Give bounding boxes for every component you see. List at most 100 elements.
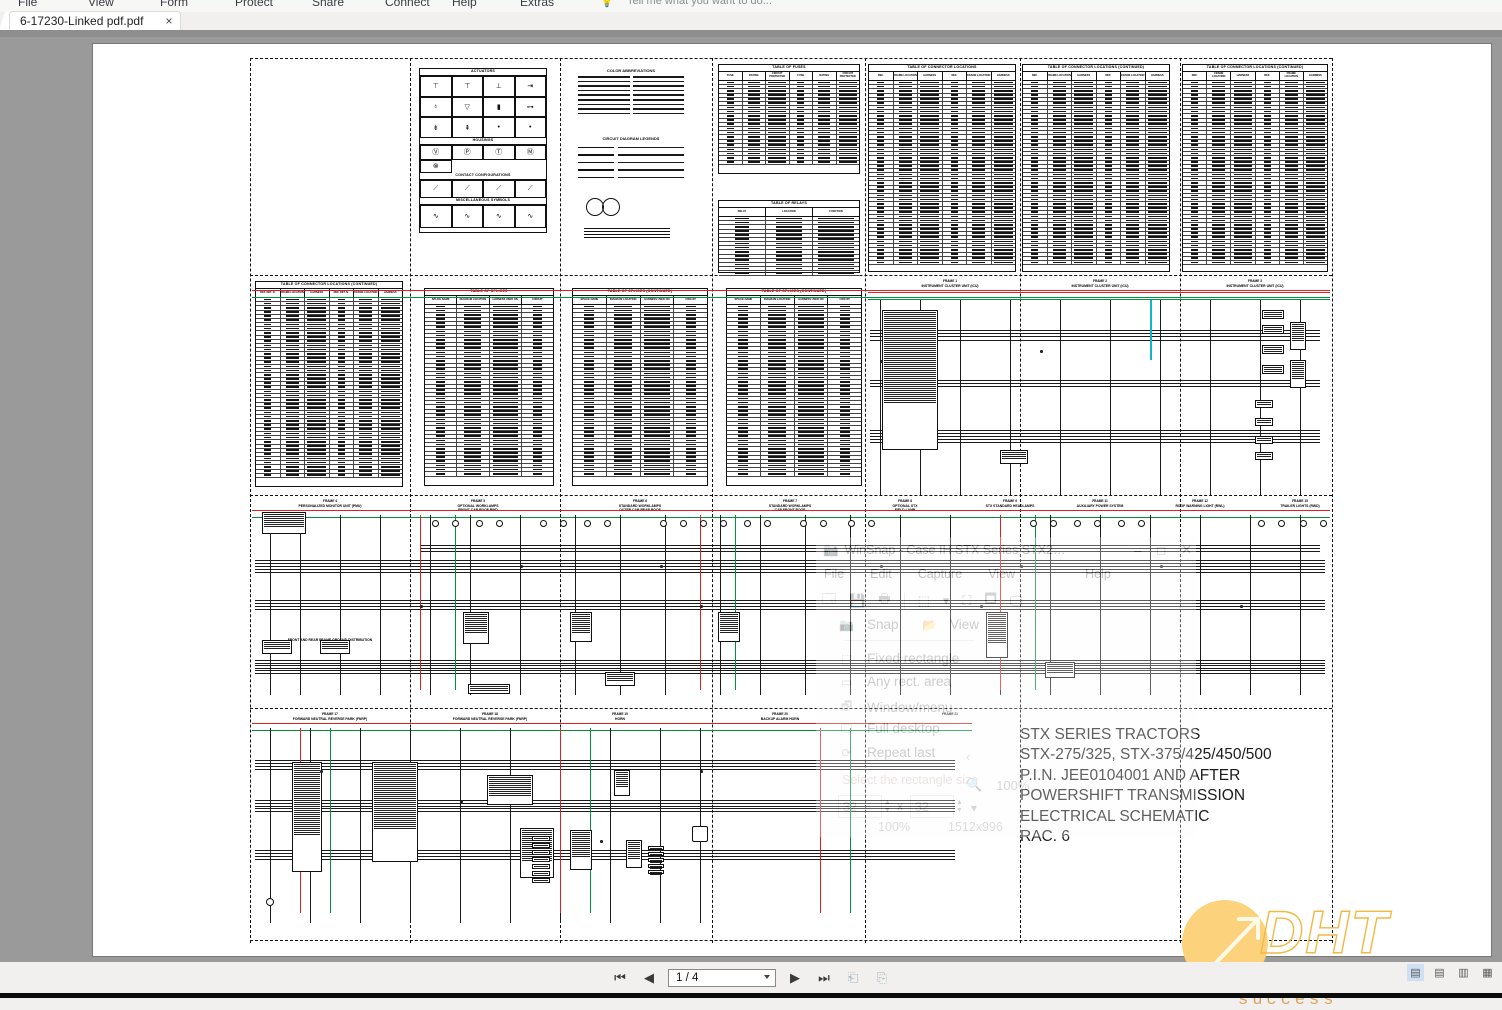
menu-capture[interactable]: Capture [917, 567, 963, 581]
table-cell [795, 367, 829, 371]
select-rect-icon[interactable]: ⬚ [917, 593, 930, 608]
table-header-cell: REF. [943, 71, 967, 80]
window-icon[interactable]: 🗖 [984, 591, 997, 606]
rect-height-input[interactable]: 32 [910, 795, 954, 818]
capture-mode-full-desktop[interactable]: 🖵 Full desktop [838, 721, 940, 736]
dialog-title-bar[interactable]: 📷 WinSnap - Case IH STX Series STX275... [816, 537, 1196, 563]
rotate-ccw-icon[interactable]: ⎗ [847, 969, 859, 985]
capture-mode-fixed-rectangle[interactable]: ⬚ Fixed rectangle [838, 651, 959, 666]
menu-view[interactable]: View [88, 0, 114, 9]
rect-width-stepper[interactable]: ▲▼ [884, 798, 891, 814]
table-cell [1183, 210, 1208, 214]
table-row [256, 452, 402, 458]
table-cell [813, 217, 859, 220]
dialog-toolbar[interactable]: 🗔 💾 🖶 ⬚ ▾ ⛶ 🗖 🖵 [822, 589, 1190, 613]
table-row [1183, 114, 1327, 119]
menu-connect[interactable]: Connect [385, 0, 430, 9]
table-cell [727, 342, 761, 346]
frame-divider-vertical [560, 58, 561, 943]
zoom-100-icon[interactable]: 100% [996, 777, 1030, 793]
desktop-icon[interactable]: 🖵 [1009, 593, 1023, 608]
window-controls[interactable]: – □ ✕ [1134, 537, 1192, 563]
first-page-icon[interactable]: ⏮ [614, 969, 626, 985]
table-cell [1304, 114, 1327, 117]
menu-help[interactable]: Help [452, 0, 477, 9]
table-cell [1304, 228, 1327, 231]
app-menu-bar[interactable]: File View Form Protect Share Connect Help Extra… [0, 0, 1502, 12]
lightbulb-icon[interactable]: 💡 [600, 0, 614, 8]
table-cell [1121, 256, 1146, 261]
capture-mode-repeat-last[interactable]: ⟳ Repeat last [838, 745, 935, 760]
new-icon[interactable]: 🗔 [822, 591, 837, 606]
size-preset-dropdown-icon[interactable]: ▾ [971, 801, 978, 815]
view-mode-controls[interactable]: ▤ ▤ ▥ ▦ [1407, 964, 1496, 981]
table-cell [256, 402, 281, 406]
component-pin [720, 626, 738, 627]
menu-search-hint[interactable]: Tell me what you want to do... [627, 0, 772, 7]
component-pin [489, 777, 531, 778]
dialog-menu-bar[interactable]: File Edit Capture View Help [824, 567, 1111, 581]
facing-continuous-icon[interactable]: ▦ [1482, 967, 1493, 979]
menu-form[interactable]: Form [160, 0, 188, 9]
menu-edit[interactable]: Edit [870, 567, 892, 581]
rect-width-input[interactable]: 32 [838, 795, 882, 818]
dropdown-icon[interactable]: ▾ [942, 593, 950, 608]
close-button[interactable]: ✕ [1181, 542, 1192, 557]
rect-height-stepper[interactable]: ▲▼ [956, 798, 963, 814]
table-cell [1256, 235, 1280, 240]
next-page-icon[interactable]: ▶ [790, 969, 800, 985]
menu-protect[interactable]: Protect [235, 0, 274, 9]
table-header-cell: FUNCTION [829, 209, 843, 213]
crop-icon[interactable]: ⛶ [962, 593, 972, 608]
maximize-button[interactable]: □ [1157, 542, 1166, 558]
capture-mode-view[interactable]: 📂 View [921, 617, 979, 632]
zoom-controls[interactable]: 🔍 100% [966, 777, 1029, 793]
menu-view[interactable]: View [988, 567, 1016, 581]
table-row [1023, 210, 1169, 215]
table-cell [674, 464, 707, 467]
menu-share[interactable]: Share [312, 0, 345, 9]
table-cell [894, 189, 918, 194]
table-cell [674, 426, 707, 429]
continuous-icon[interactable]: ▤ [1434, 967, 1445, 979]
component-pin [720, 624, 738, 625]
capture-mode-window-menu[interactable]: 🗗 Window/menu [838, 697, 953, 718]
capture-mode-any-rect-area[interactable]: ▭ Any rect. area [838, 674, 951, 689]
table-cell [457, 468, 490, 472]
component-pin [607, 676, 633, 677]
table-cell [607, 351, 641, 355]
winsnap-dialog[interactable]: 📷 WinSnap - Case IH STX Series STX275...… [816, 537, 1196, 837]
table-cell [607, 430, 641, 434]
print-icon[interactable]: 🖶 [878, 591, 891, 606]
minimize-button[interactable]: – [1134, 542, 1142, 558]
menu-extras[interactable]: Extras [520, 0, 555, 9]
capture-mode-snap[interactable]: 📷 Snap [838, 617, 899, 632]
facing-icon[interactable]: ▥ [1458, 967, 1469, 979]
menu-file[interactable]: File [18, 0, 38, 9]
single-page-icon[interactable]: ▤ [1407, 964, 1424, 981]
rotate-cw-icon[interactable]: ⎘ [876, 969, 888, 985]
magnifier-icon[interactable]: 🔍 [966, 777, 983, 792]
component-pin [374, 820, 416, 821]
table-row [573, 309, 707, 314]
save-icon[interactable]: 💾 [849, 593, 866, 608]
table-cell [607, 401, 641, 405]
table-cell [305, 473, 330, 478]
table-cell [727, 330, 761, 334]
menu-file[interactable]: File [824, 567, 845, 581]
document-tab[interactable]: 6-17230-Linked pdf.pdf × [10, 12, 181, 30]
table-cell [869, 160, 894, 164]
page-number-input[interactable]: 1 / 4 [668, 968, 776, 987]
table-cell [727, 409, 761, 413]
table-cell [305, 331, 330, 335]
chevron-down-icon[interactable] [764, 974, 770, 979]
color-abbrev-line [632, 103, 684, 106]
menu-help[interactable]: Help [1085, 567, 1111, 581]
prev-page-icon[interactable]: ◀ [644, 969, 654, 985]
close-icon[interactable]: × [165, 14, 173, 28]
last-page-icon[interactable]: ⏭ [818, 969, 830, 985]
page-navigation-bar[interactable]: ⏮ ◀ 1 / 4 ▶ ⏭ ⎗ ⎘ [0, 962, 1502, 993]
prev-thumb-chevron-icon[interactable]: ‹ [966, 749, 971, 764]
table-cell [1183, 185, 1208, 189]
